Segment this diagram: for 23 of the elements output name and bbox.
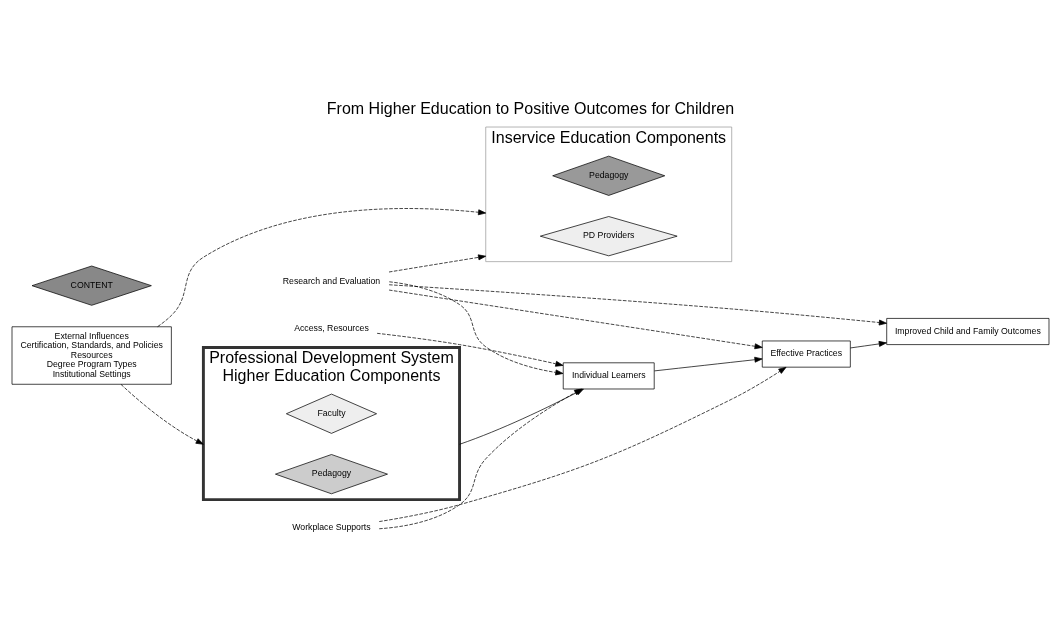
arrow — [654, 356, 763, 371]
arrow — [388, 283, 887, 325]
node-text: Research and Evaluation — [282, 275, 381, 286]
diagram-title: From Higher Education to Positive Outcomes for Children — [326, 99, 735, 117]
node-diamond: Pedagogy — [552, 155, 666, 196]
node-box: Effective Practices — [761, 340, 851, 368]
node-box: Improved Child and Family Outcomes — [886, 317, 1050, 345]
arrow — [157, 207, 487, 327]
arrow — [120, 383, 204, 445]
arrow — [388, 280, 564, 375]
arrow — [850, 340, 887, 348]
arrow — [388, 253, 487, 272]
node-diamond: Faculty — [286, 393, 377, 434]
node-diamond: PD Providers — [539, 215, 678, 256]
arrow — [376, 332, 564, 367]
node-text: Access, Resources — [294, 322, 369, 333]
node-box: External Influences Certification, Standards, and Policies Resources Degree Program Types Institutional Settings — [11, 325, 172, 385]
node-diamond: Pedagogy — [275, 453, 388, 494]
node-text: Workplace Supports — [292, 521, 371, 532]
arrow — [388, 289, 763, 349]
arrow — [378, 366, 787, 522]
node-diamond: CONTENT — [31, 265, 152, 306]
node-box: Individual Learners — [562, 361, 655, 389]
